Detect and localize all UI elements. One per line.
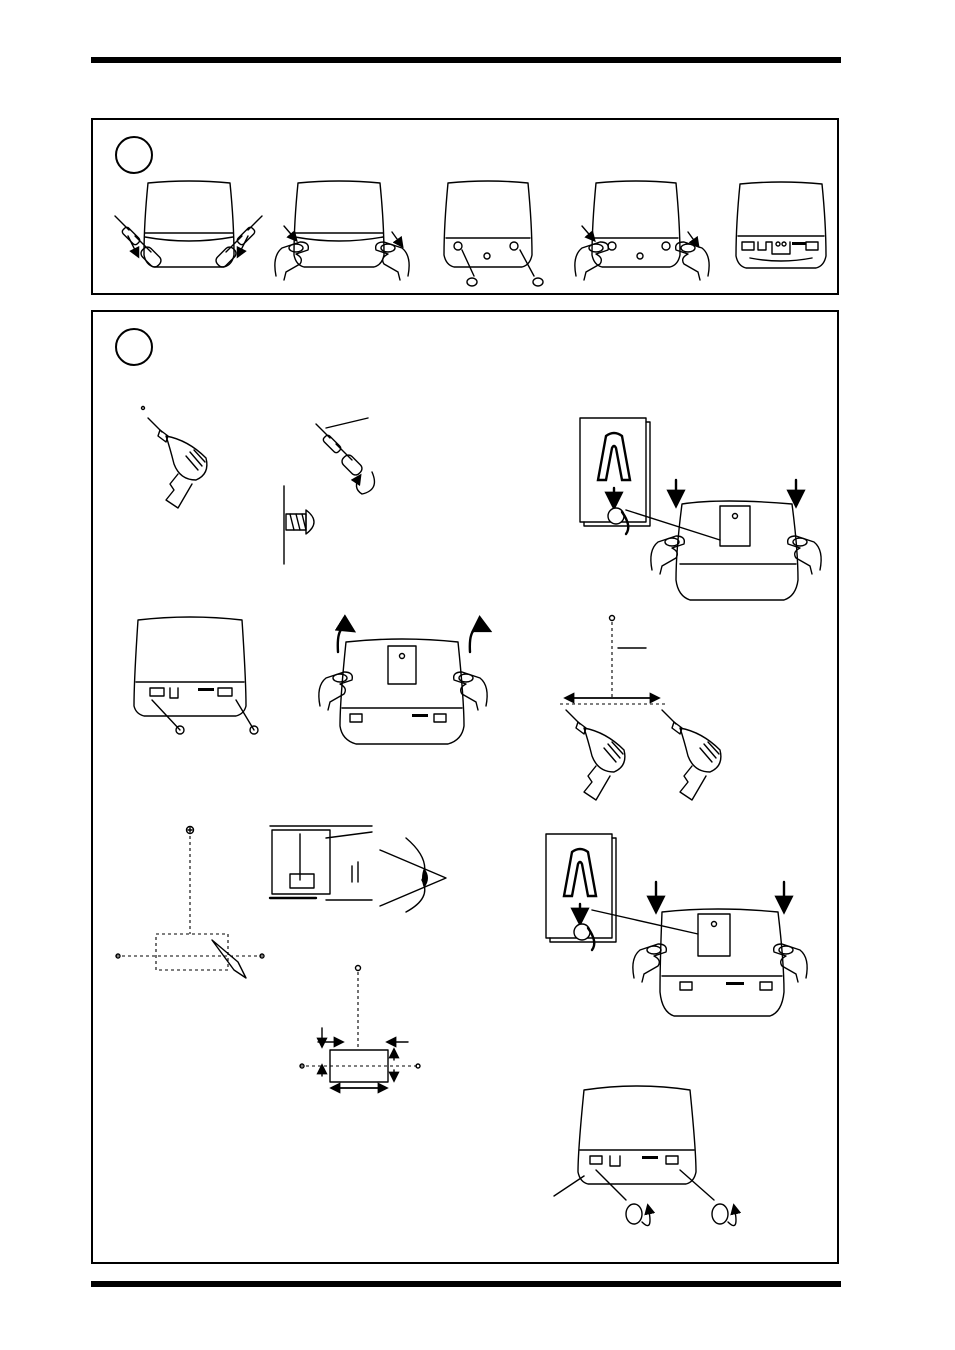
step2-bracket-hang-1	[580, 418, 821, 600]
step1-fig-2	[275, 181, 409, 280]
step1-fig-5	[736, 182, 826, 268]
step2-screw-detail	[284, 418, 374, 564]
step2-drill-holes	[560, 616, 721, 801]
step2-final-fixing	[554, 1086, 736, 1226]
step2-level-check	[270, 826, 446, 912]
step2-drill	[142, 407, 207, 509]
step2-bracket-hang-2	[546, 834, 807, 1016]
step2-mark-holes	[134, 617, 258, 734]
step2-cutout-template	[116, 827, 264, 979]
step1-fig-4	[575, 181, 709, 280]
step1-fig-1	[115, 181, 262, 269]
step1-fig-3	[444, 181, 543, 286]
step2-remove-from-bracket	[319, 628, 488, 744]
step2-cutout-dimensions	[300, 966, 420, 1089]
